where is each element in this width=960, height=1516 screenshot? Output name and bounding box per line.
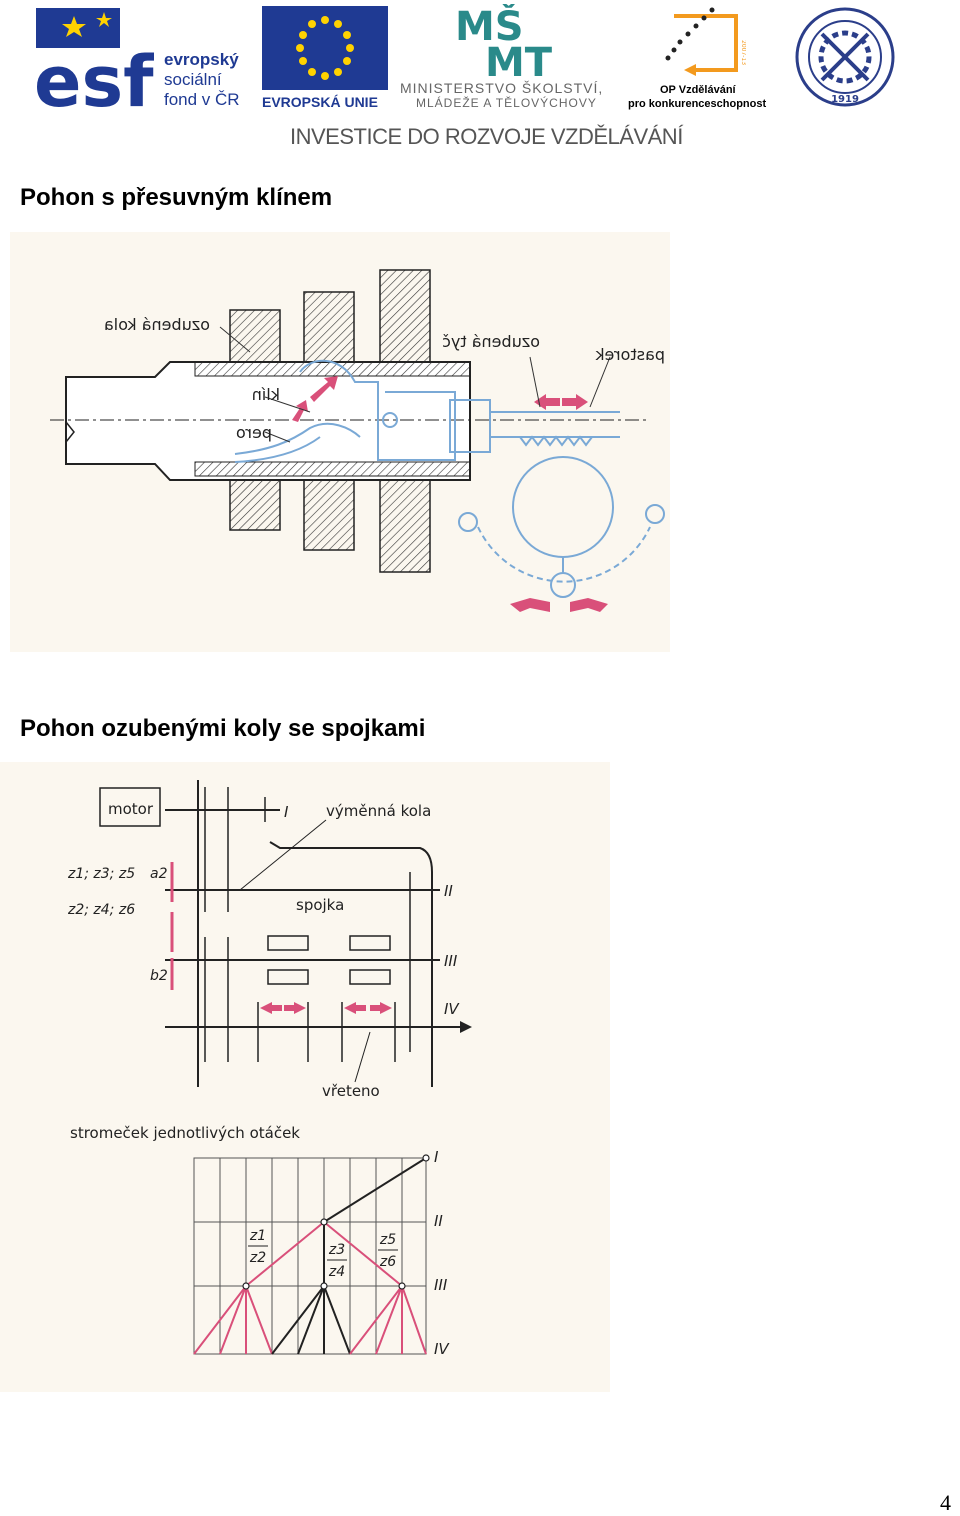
op-line-1: OP Vzdělávání xyxy=(660,84,736,96)
gear-wheels-upper xyxy=(229,269,431,363)
gear-lines xyxy=(204,787,411,1062)
motor-box xyxy=(99,787,161,827)
arrow-right-icon xyxy=(370,1002,392,1014)
speed-tree-branches xyxy=(193,1157,427,1355)
seal-year: 1919 xyxy=(831,94,859,105)
clutch-blocks xyxy=(267,935,391,985)
label-spring: pero xyxy=(236,423,272,442)
school-seal: 1919 xyxy=(794,6,898,110)
ratio-fractions: z1 z2 z3 z4 z5 z6 xyxy=(248,1228,398,1280)
arrow-left-icon xyxy=(260,1002,282,1014)
label-pinion: pastorek xyxy=(595,345,665,364)
section2-title: Pohon ozubenými koly se spojkami xyxy=(20,715,426,742)
tree-level-II: II xyxy=(434,1212,443,1230)
msmt-line-1: MINISTERSTVO ŠKOLSTVÍ, xyxy=(400,80,604,96)
label-z-odd: z1; z3; z5 xyxy=(67,866,135,882)
leader-change-gears xyxy=(239,819,327,891)
label-shaft-II: II xyxy=(444,882,453,900)
label-clutch: spojka xyxy=(296,896,344,914)
main-shaft xyxy=(50,361,650,481)
label-a2: a2 xyxy=(150,866,168,882)
tree-title: stromeček jednotlivých otáček xyxy=(70,1124,300,1142)
ratio-3-den: z6 xyxy=(379,1254,396,1270)
op-logo: 2007-13 OP Vzdělávání pro konkurencescho… xyxy=(626,4,776,112)
gear-wheels-lower xyxy=(229,479,431,573)
arrow-left-icon xyxy=(344,1002,366,1014)
label-shaft-I: I xyxy=(284,803,289,821)
arrow-rotate-right-icon xyxy=(570,598,608,612)
svg-text:MŠ: MŠ xyxy=(455,4,524,50)
label-change-gears: výměnná kola xyxy=(326,802,431,820)
esf-logo: esf evropský sociální fond v ČR xyxy=(34,6,259,110)
msmt-mark-icon: MŠ MT xyxy=(455,4,553,76)
leader-lines xyxy=(219,326,611,443)
ratio-1-den: z2 xyxy=(249,1250,266,1266)
arrow-rotate-left-icon xyxy=(510,598,550,612)
label-key: klín xyxy=(252,385,280,404)
op-mark-icon: 2007-13 xyxy=(665,7,746,76)
label-motor: motor xyxy=(108,800,154,818)
op-line-2: pro konkurenceschopnost xyxy=(628,98,767,110)
arrow-right-icon xyxy=(284,1002,306,1014)
arrow-up-icon xyxy=(292,400,308,422)
ratio-1-num: z1 xyxy=(249,1228,266,1244)
svg-text:MT: MT xyxy=(485,40,553,76)
figure-paper xyxy=(0,762,610,1392)
eu-flag-icon xyxy=(262,6,388,90)
gearbox-frame xyxy=(197,780,433,1087)
esf-mark-icon: esf xyxy=(34,8,154,110)
eu-label: EVROPSKÁ UNIE xyxy=(262,94,378,110)
eu-logo: EVROPSKÁ UNIE xyxy=(262,6,390,110)
ratio-3-num: z5 xyxy=(379,1232,396,1248)
label-shaft-III: III xyxy=(444,952,458,970)
tree-level-IV: IV xyxy=(434,1340,450,1358)
spindle-arrow-icon xyxy=(460,1021,472,1033)
ratio-2-den: z4 xyxy=(328,1264,345,1280)
msmt-line-2: MLÁDEŽE A TĚLOVÝCHOVY xyxy=(416,96,597,110)
gear-seal-icon: 1919 xyxy=(795,7,895,107)
label-z-even: z2; z4; z6 xyxy=(67,902,135,918)
arrow-up-right-icon xyxy=(310,376,338,402)
tree-level-III: III xyxy=(434,1276,448,1294)
speed-tree-grid xyxy=(193,1157,427,1355)
figure-gear-clutch-drive: motor xyxy=(0,762,610,1392)
ratio-2-num: z3 xyxy=(328,1242,345,1258)
tree-level-I: I xyxy=(434,1148,439,1166)
label-gear-wheels: ozubená kola xyxy=(104,315,210,334)
clutch-arrows xyxy=(260,1002,392,1014)
esf-line-3: fond v ČR xyxy=(164,90,240,109)
arrow-left-icon xyxy=(534,394,560,410)
slogan: INVESTICE DO ROZVOJE VZDĚLÁVÁNÍ xyxy=(290,124,683,149)
tree-nodes xyxy=(242,1154,430,1290)
label-spindle: vřeteno xyxy=(322,1082,380,1100)
label-shaft-IV: IV xyxy=(444,1000,460,1018)
page-number: 4 xyxy=(940,1490,951,1515)
msmt-logo: MŠ MT MINISTERSTVO ŠKOLSTVÍ, MLÁDEŽE A T… xyxy=(400,4,622,112)
op-years: 2007-13 xyxy=(740,40,746,65)
section1-title: Pohon s přesuvným klínem xyxy=(20,184,333,211)
key-mechanism xyxy=(234,359,665,598)
leader-spindle xyxy=(354,1031,371,1083)
esf-line-2: sociální xyxy=(164,70,222,89)
shafts xyxy=(165,809,460,1028)
figure-shifting-key-drive: ozubená kola ozubená tyč pastorek klín p… xyxy=(10,232,670,652)
esf-line-1: evropský xyxy=(164,50,239,69)
label-b2: b2 xyxy=(150,968,168,984)
arrow-right-icon xyxy=(562,394,588,410)
label-rack: ozubená tyč xyxy=(442,332,540,351)
svg-text:esf: esf xyxy=(34,41,154,110)
header-banner: esf evropský sociální fond v ČR EVROPSKÁ… xyxy=(0,0,960,160)
motion-arrows xyxy=(292,376,608,612)
